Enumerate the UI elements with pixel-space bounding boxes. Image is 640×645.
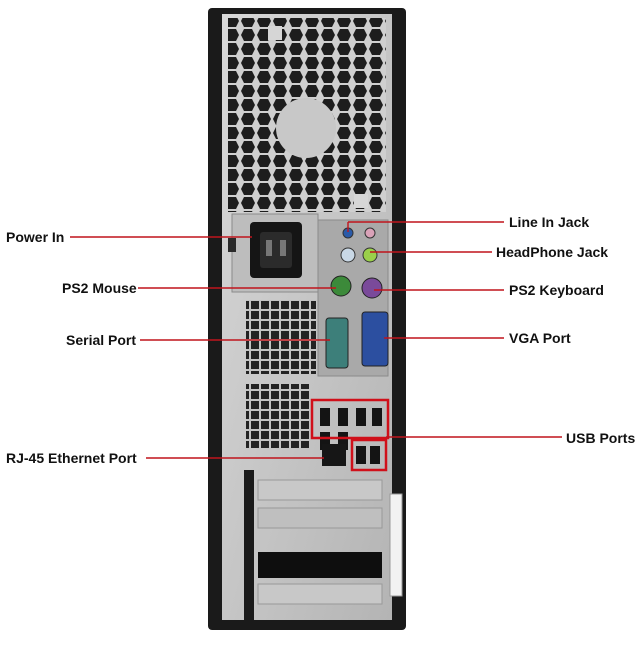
ps2-mouse-label: PS2 Mouse xyxy=(62,280,137,296)
power-in-label: Power In xyxy=(6,229,65,245)
usb-ports-label: USB Ports xyxy=(566,430,636,446)
vga-port xyxy=(361,311,389,367)
headphone-jack xyxy=(362,247,378,263)
fan-hub xyxy=(276,98,336,158)
rj45-port xyxy=(322,444,346,466)
usb-highlight-box xyxy=(310,398,390,440)
headphone-jack-label: HeadPhone Jack xyxy=(496,244,609,260)
usb-ports-group xyxy=(320,408,382,464)
expansion-slot-3 xyxy=(258,552,382,578)
usb-highlight-box-2 xyxy=(350,438,388,472)
expansion-slot-4 xyxy=(257,583,383,605)
line-in-jack-label: Line In Jack xyxy=(509,214,590,230)
ps2-keyboard-port xyxy=(361,277,383,299)
leader-lines xyxy=(70,221,562,459)
serial-port xyxy=(325,317,349,369)
lower-grill-top xyxy=(246,300,316,374)
expansion-slot-1 xyxy=(257,479,383,501)
serial-port-label: Serial Port xyxy=(66,332,137,348)
vga-port-label: VGA Port xyxy=(509,330,571,346)
lower-grill-bottom xyxy=(246,384,310,448)
rj45-label: RJ-45 Ethernet Port xyxy=(6,450,137,466)
expansion-slot-2 xyxy=(257,507,383,529)
ps2-keyboard-label: PS2 Keyboard xyxy=(509,282,604,298)
ps2-mouse-port xyxy=(330,275,352,297)
